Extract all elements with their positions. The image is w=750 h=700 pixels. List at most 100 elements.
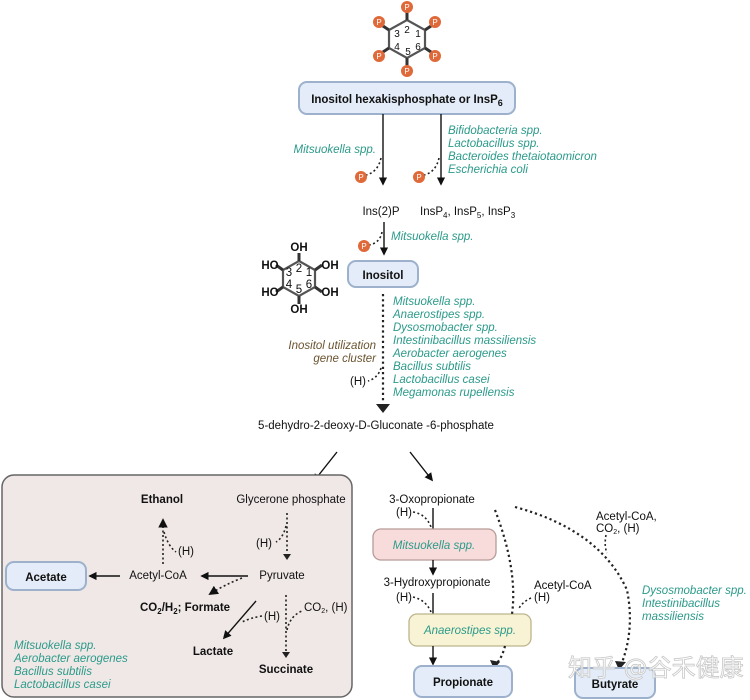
organism-list-butyrate: Dysosmobacter spp. Intestinibacillus mas… bbox=[642, 585, 747, 623]
mitsuokella-enzyme-box[interactable]: Mitsuokella spp. bbox=[372, 528, 497, 561]
acetyl-coa-label: Acetyl-CoA bbox=[129, 570, 187, 582]
svg-text:Lactobacillus spp.: Lactobacillus spp. bbox=[448, 138, 539, 150]
svg-text:6: 6 bbox=[306, 279, 312, 291]
svg-text:2: 2 bbox=[296, 263, 302, 275]
svg-text:P: P bbox=[358, 173, 363, 182]
phosphate-release-left bbox=[365, 157, 382, 176]
phosphate-icon: P bbox=[358, 240, 370, 252]
svg-text:P: P bbox=[361, 242, 366, 251]
svg-text:Acetyl-CoA,: Acetyl-CoA, bbox=[596, 511, 657, 523]
svg-text:Dysosmobacter spp.: Dysosmobacter spp. bbox=[393, 322, 498, 334]
h-input-step3 bbox=[367, 367, 382, 382]
butyrate-node[interactable]: Butyrate bbox=[574, 667, 656, 699]
co2-h-input bbox=[286, 610, 303, 631]
svg-text:Bifidobacteria spp.: Bifidobacteria spp. bbox=[448, 125, 543, 137]
organism-list-step1: Bifidobacteria spp. Lactobacillus spp. B… bbox=[448, 125, 597, 176]
svg-text:2: 2 bbox=[404, 25, 410, 36]
propionate-node[interactable]: Propionate bbox=[413, 665, 513, 698]
cofactor-co2-h: CO2, (H) bbox=[304, 602, 348, 615]
svg-text:Mitsuokella spp.: Mitsuokella spp. bbox=[393, 540, 475, 552]
anaerostipes-enzyme-box[interactable]: Anaerostipes spp. bbox=[408, 613, 532, 647]
acetate-node[interactable]: Acetate bbox=[5, 561, 87, 591]
svg-text:Bacillus subtilis: Bacillus subtilis bbox=[14, 666, 92, 678]
arrow-to-oxopropionate bbox=[409, 451, 434, 482]
gene-cluster-label: Inositol utilization gene cluster bbox=[288, 340, 377, 365]
h-input-glycerone bbox=[275, 525, 287, 543]
svg-text:Mitsuokella spp.: Mitsuokella spp. bbox=[14, 640, 96, 652]
lower-insp-label: InsP4, InsP5, InsP3 bbox=[420, 206, 516, 220]
svg-text:6: 6 bbox=[415, 42, 421, 53]
svg-text:Anaerostipes spp.: Anaerostipes spp. bbox=[423, 625, 516, 637]
svg-text:4: 4 bbox=[286, 279, 293, 291]
arrow-to-formate bbox=[208, 577, 243, 596]
svg-text:5: 5 bbox=[296, 284, 302, 296]
ethanol-label: Ethanol bbox=[141, 494, 183, 506]
cofactor-h: (H) bbox=[264, 611, 280, 623]
svg-text:Inositol utilization: Inositol utilization bbox=[288, 340, 376, 352]
svg-text:5: 5 bbox=[405, 47, 411, 58]
arrowhead-icon bbox=[376, 404, 390, 413]
hydroxypropionate-label: 3-Hydroxypropionate bbox=[384, 577, 491, 589]
svg-text:Dysosmobacter spp.: Dysosmobacter spp. bbox=[642, 585, 747, 597]
svg-text:Lactobacillus casei: Lactobacillus casei bbox=[393, 374, 490, 386]
dotted-path-to-propionate bbox=[495, 645, 507, 665]
svg-text:Butyrate: Butyrate bbox=[592, 679, 639, 691]
cofactor-h: (H) bbox=[396, 507, 412, 519]
svg-text:Lactobacillus casei: Lactobacillus casei bbox=[14, 679, 111, 691]
svg-text:Anaerostipes spp.: Anaerostipes spp. bbox=[392, 309, 485, 321]
svg-text:Intestinibacillus massiliensis: Intestinibacillus massiliensis bbox=[393, 335, 536, 347]
arrowhead-icon bbox=[490, 660, 500, 669]
formate-label: CO2/H2; Formate bbox=[140, 602, 230, 616]
svg-text:Megamonas rupellensis: Megamonas rupellensis bbox=[393, 387, 515, 399]
svg-text:HO: HO bbox=[261, 260, 278, 272]
cofactor-h: (H) bbox=[256, 538, 272, 550]
fermentation-panel bbox=[1, 474, 353, 698]
svg-text:P: P bbox=[404, 67, 409, 76]
svg-text:Acetate: Acetate bbox=[25, 572, 67, 584]
svg-text:OH: OH bbox=[321, 287, 338, 299]
h-input-lactate bbox=[241, 615, 263, 623]
h-input-hydroxy bbox=[412, 596, 432, 613]
insp6-molecule-icon: P P P P P P 2 1 3 4 6 5 bbox=[373, 1, 441, 77]
glycerone-label: Glycerone phosphate bbox=[236, 494, 345, 506]
svg-text:1: 1 bbox=[415, 29, 421, 40]
insp6-node[interactable]: Inositol hexakisphosphate or InsP6 bbox=[298, 81, 516, 115]
svg-text:P: P bbox=[432, 18, 437, 27]
arrowhead-icon bbox=[282, 652, 290, 658]
svg-text:Escherichia coli: Escherichia coli bbox=[448, 164, 528, 176]
svg-text:gene cluster: gene cluster bbox=[313, 353, 377, 365]
svg-text:P: P bbox=[376, 18, 381, 27]
svg-text:3: 3 bbox=[286, 267, 292, 279]
cofactor-h: (H) bbox=[178, 546, 194, 558]
svg-text:4: 4 bbox=[394, 42, 400, 53]
svg-text:Inositol: Inositol bbox=[363, 270, 404, 282]
cofactor-h: (H) bbox=[350, 376, 366, 388]
cofactor-acetyl-coa-h: Acetyl-CoA (H) bbox=[534, 580, 592, 604]
inositol-node[interactable]: Inositol bbox=[347, 260, 419, 288]
svg-text:3: 3 bbox=[394, 29, 400, 40]
inositol-molecule-icon: OH HO OH HO OH OH 2 1 3 4 6 5 bbox=[261, 242, 338, 316]
svg-text:OH: OH bbox=[321, 260, 338, 272]
svg-text:Propionate: Propionate bbox=[433, 677, 493, 689]
svg-text:P: P bbox=[404, 3, 409, 12]
svg-text:HO: HO bbox=[261, 287, 278, 299]
svg-text:CO2, (H): CO2, (H) bbox=[596, 523, 640, 536]
svg-text:Bacillus subtilis: Bacillus subtilis bbox=[393, 361, 471, 373]
svg-text:Mitsuokella spp.: Mitsuokella spp. bbox=[393, 296, 475, 308]
svg-text:P: P bbox=[432, 52, 437, 61]
butyrate-cofactor-input bbox=[604, 534, 608, 554]
cofactor-h: (H) bbox=[396, 592, 412, 604]
organism-list-fermentation: Mitsuokella spp. Aerobacter aerogenes Ba… bbox=[13, 640, 128, 691]
phosphate-release-step2 bbox=[368, 231, 383, 246]
gluconate-label: 5-dehydro-2-deoxy-D-Gluconate -6-phospha… bbox=[258, 420, 494, 432]
organism-list-step3: Mitsuokella spp. Anaerostipes spp. Dysos… bbox=[392, 296, 536, 399]
acetyl-coa-input bbox=[517, 597, 532, 611]
organism-label: Mitsuokella spp. bbox=[391, 231, 473, 243]
svg-text:OH: OH bbox=[290, 242, 307, 254]
svg-text:Aerobacter aerogenes: Aerobacter aerogenes bbox=[13, 653, 128, 665]
svg-text:P: P bbox=[376, 52, 381, 61]
svg-text:P: P bbox=[416, 173, 421, 182]
dotted-path-oxo-to-anaerostipes bbox=[493, 509, 515, 615]
lactate-label: Lactate bbox=[193, 646, 233, 658]
